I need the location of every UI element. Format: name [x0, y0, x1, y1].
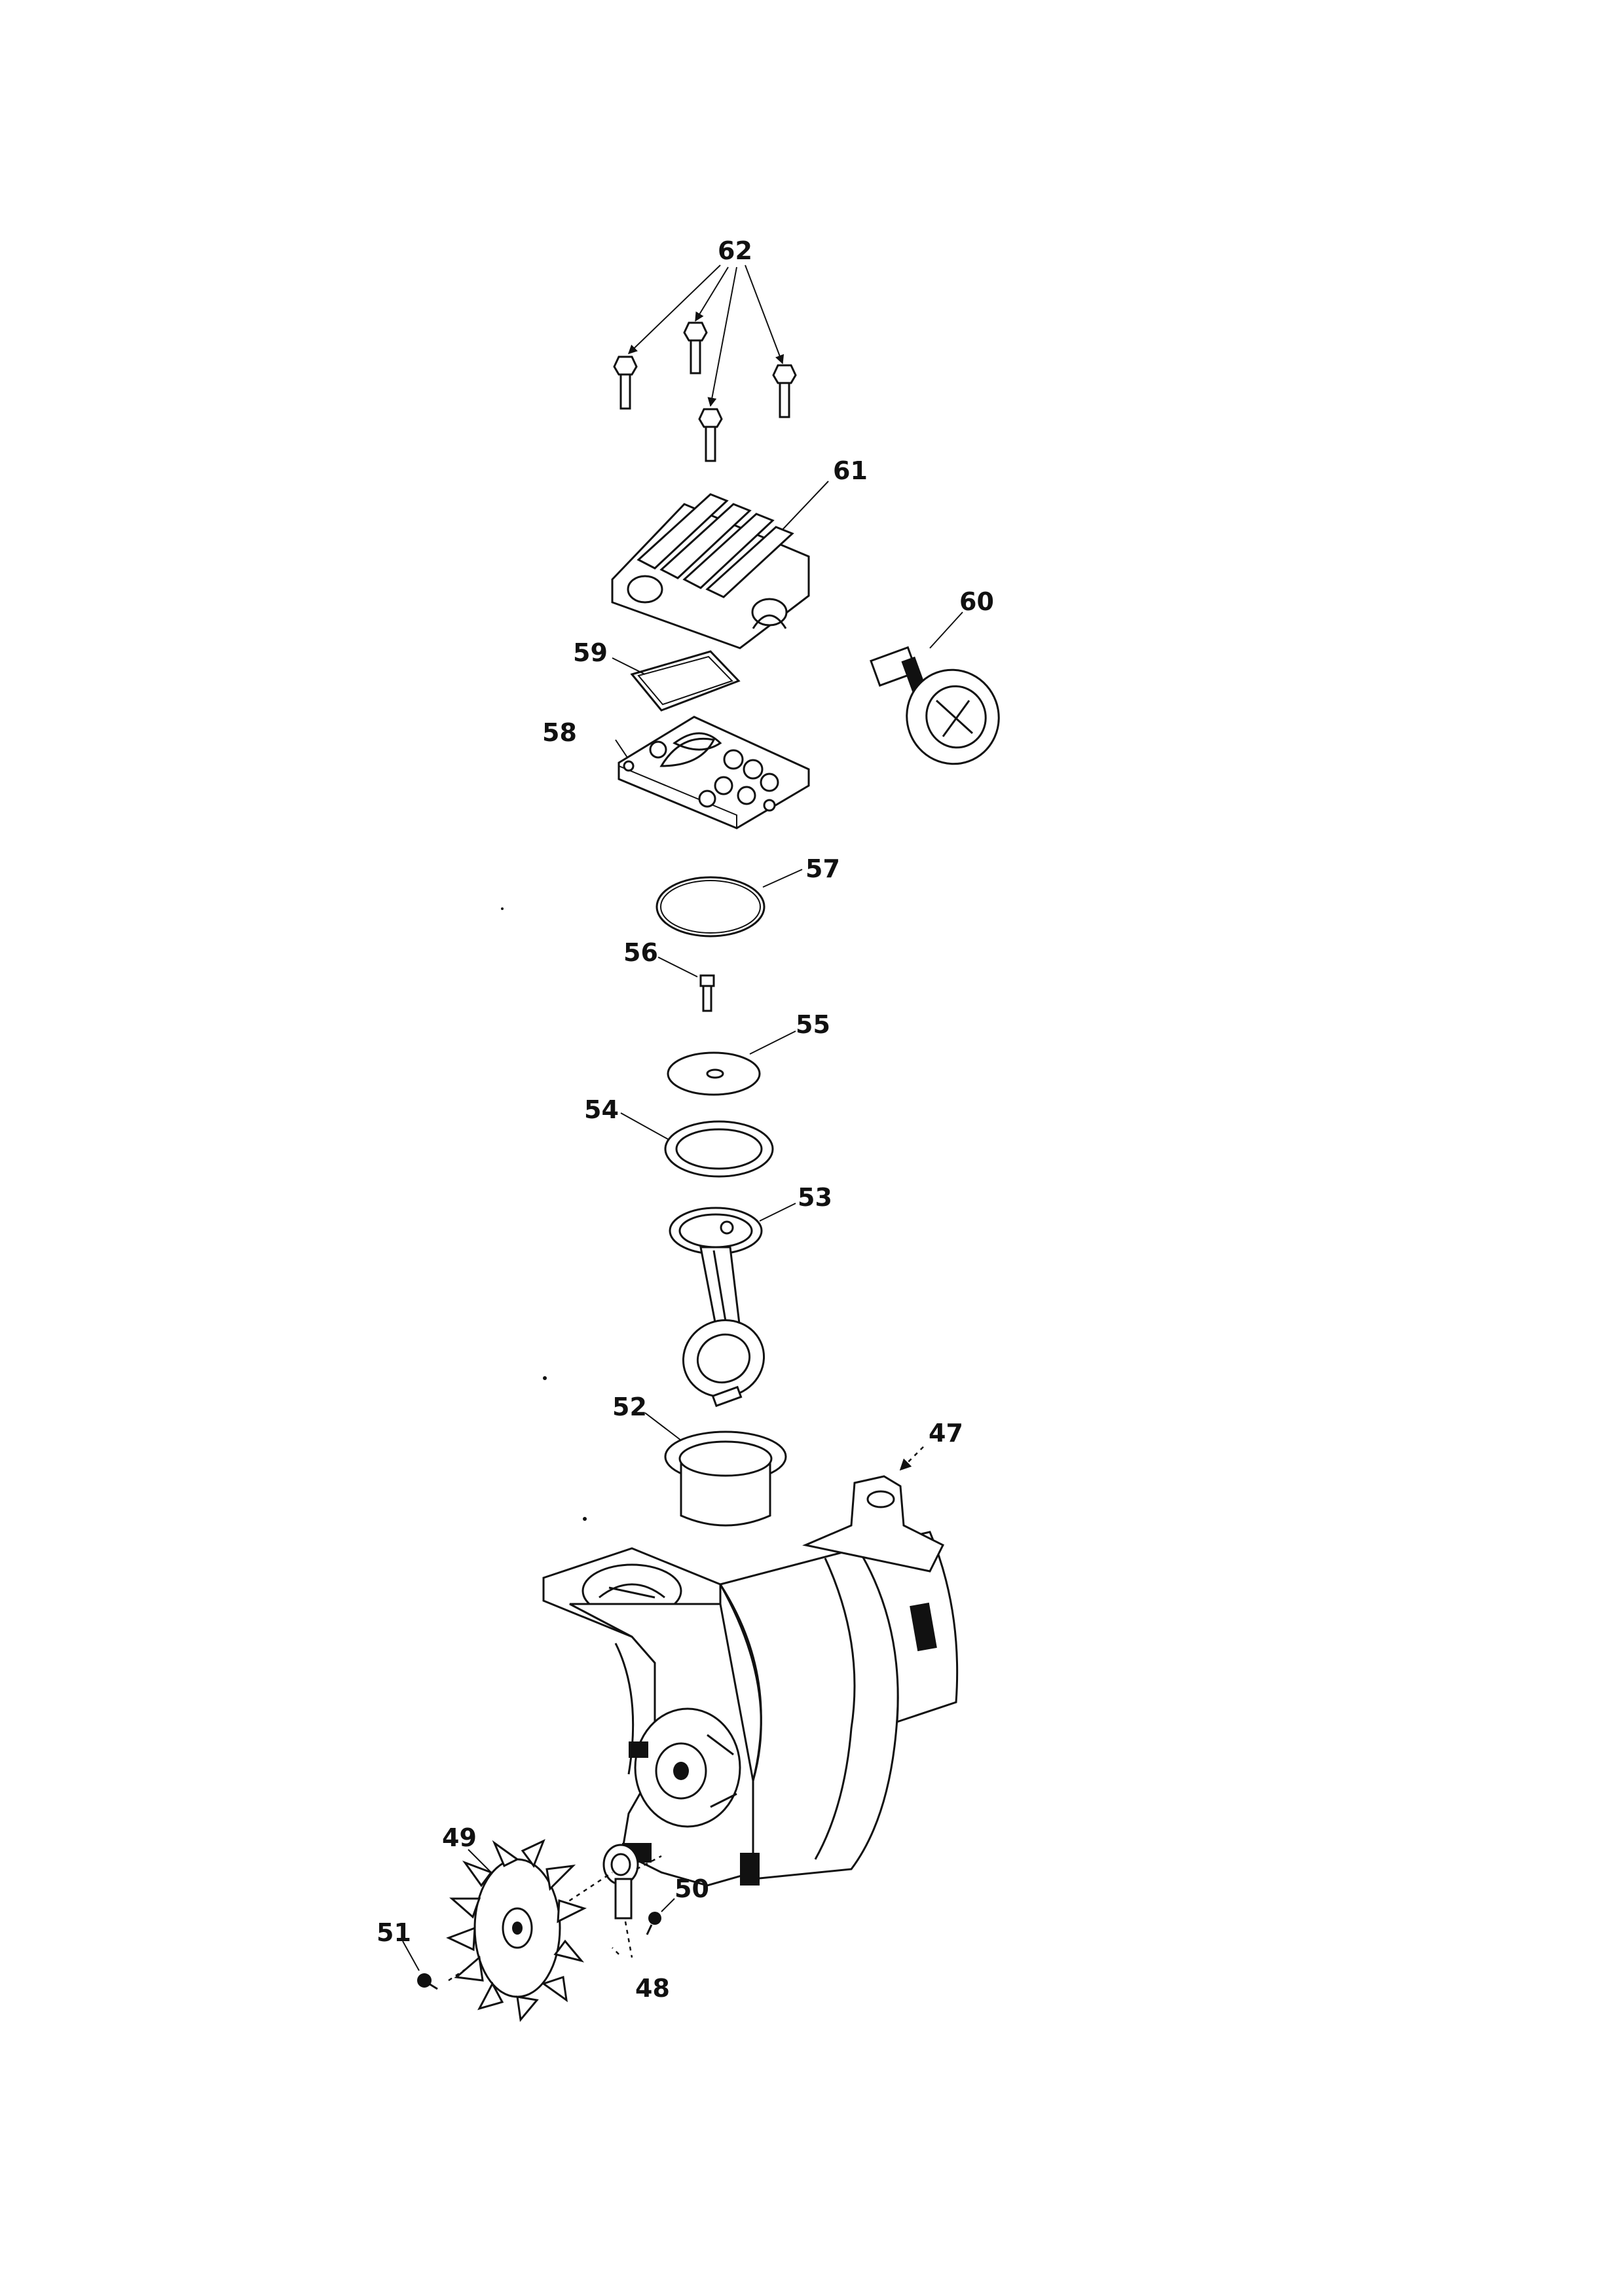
part-53-connecting-rod: 53 [669, 1183, 832, 1408]
bolt [698, 408, 723, 462]
callout-61: 61 [833, 456, 868, 485]
part-50-set-screw: 50 [646, 1874, 709, 1935]
callout-55: 55 [796, 1010, 830, 1039]
scan-specks [501, 907, 587, 1521]
part-54-ring: 54 [584, 1095, 774, 1178]
part-52-cylinder-sleeve: 52 [612, 1393, 787, 1527]
callout-51: 51 [377, 1918, 411, 1947]
callout-50: 50 [674, 1874, 709, 1903]
callout-60: 60 [959, 587, 994, 616]
callout-58: 58 [542, 718, 577, 747]
part-58-valve-plate: 58 [542, 716, 810, 829]
callout-52: 52 [612, 1393, 647, 1421]
bolt [613, 355, 638, 410]
callout-59: 59 [573, 638, 608, 667]
bolt [772, 364, 797, 418]
callout-54: 54 [584, 1095, 619, 1124]
callout-48: 48 [635, 1974, 670, 2003]
callout-47: 47 [929, 1419, 963, 1448]
part-62-bolts: 62 [613, 236, 797, 462]
part-61-cylinder-head: 61 [611, 456, 868, 649]
callout-57: 57 [805, 854, 840, 883]
part-56-screw: 56 [623, 938, 715, 1012]
part-51-fan-screw: 51 [377, 1918, 438, 1990]
part-55-retainer-disc: 55 [667, 1010, 830, 1096]
part-49-fan: 49 [442, 1823, 613, 2022]
callout-56: 56 [623, 938, 658, 967]
part-48-bearing: 48 [602, 1844, 670, 2003]
bolt [683, 321, 708, 374]
callout-62: 62 [718, 236, 752, 265]
part-60-fitting: 60 [870, 587, 1000, 765]
part-59-gasket: 59 [573, 638, 741, 712]
callout-49: 49 [442, 1823, 477, 1852]
callout-53: 53 [798, 1183, 832, 1212]
part-47-motor-crankcase: 47 [542, 1419, 963, 1887]
part-57-o-ring: 57 [655, 854, 840, 938]
